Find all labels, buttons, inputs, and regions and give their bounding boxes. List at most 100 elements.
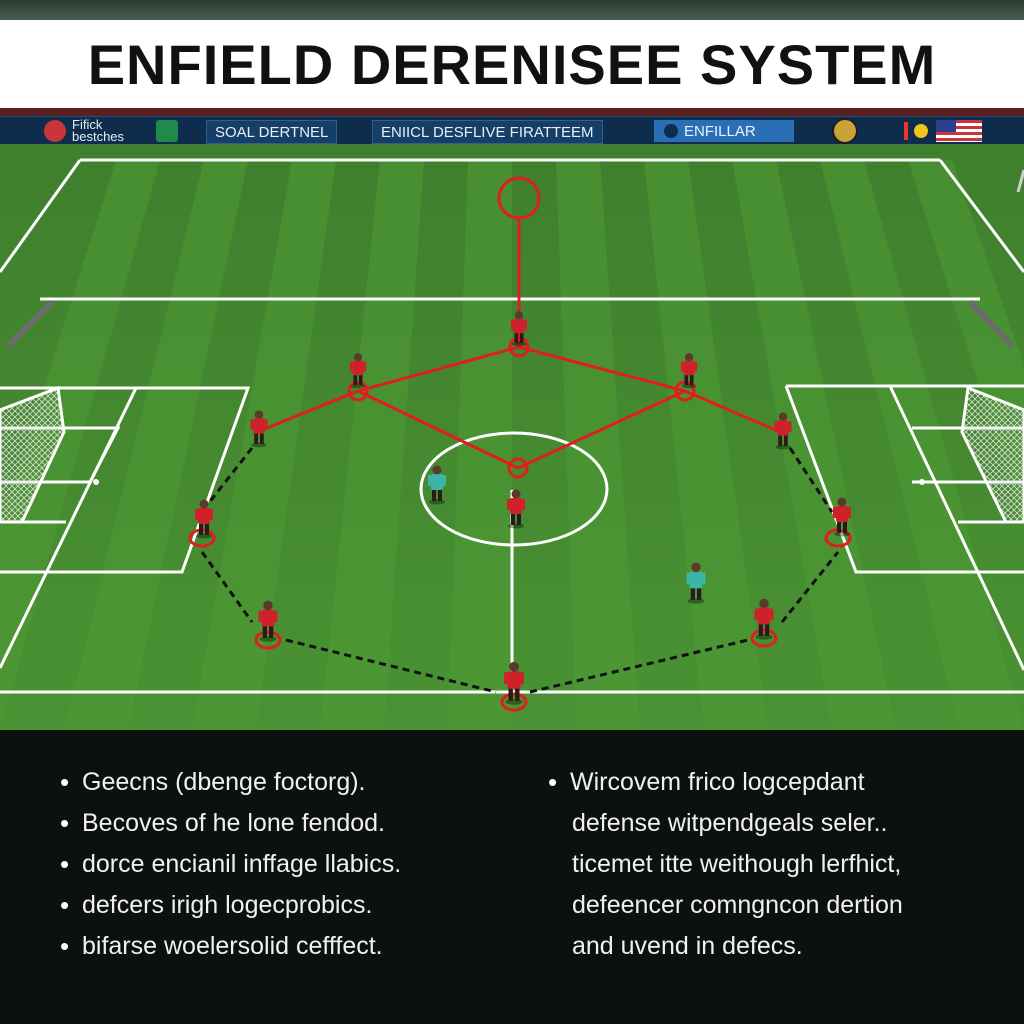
right-bullet-item: •Wircovem frico logcepdant [548,768,1008,809]
pitch-diagram [0,144,1024,730]
red-node-ring [508,336,530,358]
bullet-icon: • [60,808,70,838]
red-link [517,389,686,470]
right-bullet-list: •Wircovem frico logcepdant defense witpe… [548,768,1008,973]
teal-player [428,465,446,505]
dashed-link [200,551,254,623]
red-player [754,598,774,640]
ad-board-2: SOAL DERTNEL [206,120,338,144]
left-sideline [0,387,138,669]
centre-circle [419,431,609,547]
red-player [680,353,698,389]
red-link [261,389,359,432]
red-player [774,412,792,450]
red-node-ring [497,176,541,220]
page-title: ENFIELD DERENISEE SYSTEM [87,32,937,96]
red-mark-icon [904,122,908,140]
left-bullet-text: bifarse woelersolid cefffect. [82,932,383,960]
red-player [510,311,528,347]
left-bullet-item: •Geecns (dbenge foctorg). [60,768,520,809]
globe-icon [664,124,678,138]
red-link [357,345,520,393]
right-bullet-continuation: and uvend in defecs. [572,932,803,960]
right-bullet-continuation: defeencer comngncon dertion [572,891,903,919]
grass-stripe [732,160,896,730]
defender-ring [500,692,528,712]
red-player [258,600,278,642]
stadium-stands [0,108,1024,116]
ad-board-crest [832,118,858,144]
grass-stripe [448,160,512,730]
bullet-icon: • [60,931,70,961]
left-bullet-item: • bifarse woelersolid cefffect. [60,932,520,973]
ad-board-1: Fifick bestches [44,117,125,144]
club-crest-icon [44,120,66,142]
red-player [195,499,213,539]
defender-ring [750,628,778,648]
usa-flag-icon [936,120,982,142]
ad-board-4-text: ENFILLAR [684,122,756,140]
ad-board-3: ENIICL DESFLIVE FIRATTEEM [372,120,603,144]
ad-board-logo [156,120,178,142]
right-penalty-spot [919,479,925,485]
left-bullet-item: • Becoves of he lone fendod. [60,809,520,850]
left-bullet-list: •Geecns (dbenge foctorg). • Becoves of he… [60,768,520,973]
right-bullet-continuation: defense witpendgeals seler.. [572,809,888,837]
left-penalty-spot [93,479,99,485]
red-player [833,497,851,537]
right-camera-rig [967,299,1015,349]
left-bullet-item: • defcers irigh logecprobics. [60,891,520,932]
red-link [518,345,686,393]
ad-board-mark [904,120,928,142]
defender-rings [188,528,852,712]
players [195,311,851,705]
bullet-icon: • [60,849,70,879]
left-bullet-text: Becoves of he lone fendod. [82,809,386,837]
left-penalty-box [0,386,251,574]
yellow-dot-icon [914,124,928,138]
red-player [349,353,367,389]
advertising-boards: Fifick bestches SOAL DERTNEL ENIICL DESF… [0,116,1024,146]
left-camera-rig [5,299,55,349]
ad-board-1-text: Fifick bestches [72,117,125,144]
green-logo-icon [156,120,178,142]
left-bullet-item: •dorce encianil inffage llabics. [60,850,520,891]
title-banner: ENFIELD DERENISEE SYSTEM [0,20,1024,108]
red-player [507,489,525,529]
dashed-link [780,551,840,623]
ad-board-2-text: SOAL DERTNEL [215,123,329,141]
right-sideline [888,385,1024,671]
dashed-link [529,638,749,694]
grass-stripe [556,160,640,730]
right-bullet-text: Wircovem frico logcepdant [570,768,865,796]
grass-stripe [320,160,424,730]
red-player [504,661,524,705]
dashed-link [788,447,834,513]
ad-board-4: ENFILLAR [654,120,794,142]
red-link [684,389,781,434]
grass-stripe [192,160,336,730]
red-node-rings [347,176,696,479]
ad-board-3-text: ENIICL DESFLIVE FIRATTEEM [381,123,594,141]
right-far-line [938,159,1024,273]
grass-stripe [644,160,768,730]
right-goal [960,385,1024,524]
dashed-link [285,638,497,694]
teal-player [686,562,706,604]
grass-stripe [820,160,1024,730]
right-bullet-continuation: ticemet itte weithough lerfhict, [572,850,902,878]
dashed-defensive-links [200,447,840,694]
bullet-icon: • [60,890,70,920]
corner-flag [1016,169,1024,193]
stadium-crowd [0,0,1024,20]
red-player [250,410,268,448]
left-bullet-text: defcers irigh logecprobics. [82,891,373,919]
pitch-markings [0,158,1024,694]
defender-ring [254,630,282,650]
grass-stripe [64,160,248,730]
gold-crest-icon [832,118,858,144]
left-far-line [0,159,82,273]
right-penalty-box [784,385,1024,574]
red-node-ring [507,457,529,479]
